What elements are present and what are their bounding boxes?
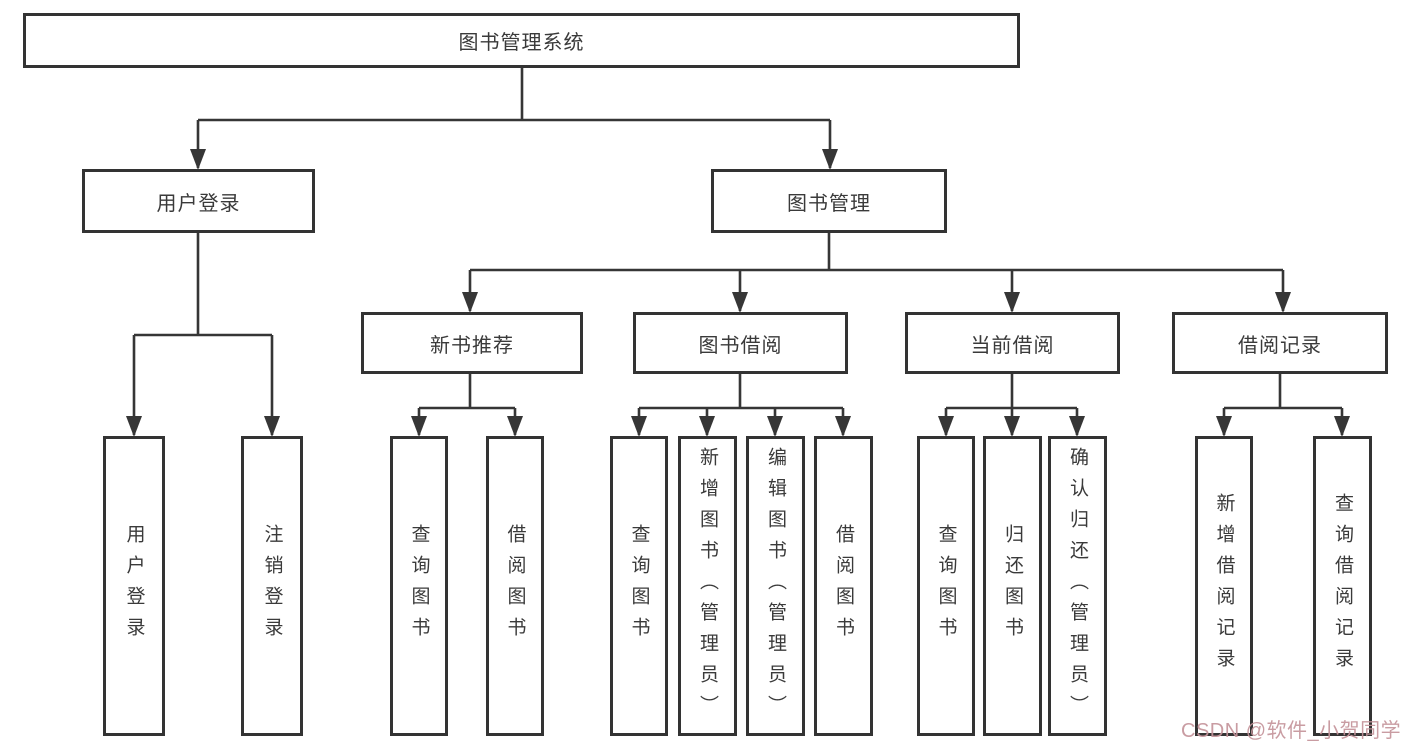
leaf-query-books-recommend-label: 查询图书 bbox=[408, 524, 430, 648]
node-new-book-recommend-label: 新书推荐 bbox=[430, 334, 514, 357]
node-book-management-label: 图书管理 bbox=[787, 192, 871, 215]
leaf-return-book: 归还图书 bbox=[983, 436, 1042, 736]
arrowhead bbox=[699, 416, 715, 437]
arrowhead bbox=[938, 416, 954, 437]
arrowhead bbox=[767, 416, 783, 437]
arrowhead bbox=[732, 292, 748, 313]
leaf-add-book-admin: 新增图书（管理员） bbox=[678, 436, 737, 736]
leaf-borrow-books-2-label: 借阅图书 bbox=[833, 524, 854, 648]
leaf-query-books-current-label: 查询图书 bbox=[935, 524, 957, 648]
leaf-return-book-label: 归还图书 bbox=[1002, 524, 1023, 648]
leaf-query-books-borrow-label: 查询图书 bbox=[628, 524, 650, 648]
leaf-confirm-return-admin: 确认归还（管理员） bbox=[1048, 436, 1107, 736]
leaf-user-login-label: 用户登录 bbox=[123, 524, 145, 648]
arrowhead bbox=[126, 416, 142, 437]
leaf-query-borrow-record-label: 查询借阅记录 bbox=[1332, 493, 1353, 679]
node-root-label: 图书管理系统 bbox=[458, 32, 585, 54]
leaf-query-borrow-record: 查询借阅记录 bbox=[1313, 436, 1372, 736]
node-current-borrow: 当前借阅 bbox=[905, 312, 1120, 374]
arrowhead bbox=[1004, 292, 1020, 313]
arrowhead bbox=[411, 416, 427, 437]
arrowhead bbox=[1216, 416, 1232, 437]
leaf-borrow-books-recommend-label: 借阅图书 bbox=[504, 524, 526, 648]
arrowhead bbox=[1275, 292, 1291, 313]
node-user-login-label: 用户登录 bbox=[156, 192, 241, 215]
leaf-add-borrow-record: 新增借阅记录 bbox=[1195, 436, 1253, 736]
leaf-borrow-books-2: 借阅图书 bbox=[814, 436, 873, 736]
arrowhead bbox=[631, 416, 647, 437]
leaf-logout-label: 注销登录 bbox=[261, 524, 283, 648]
arrowhead bbox=[507, 416, 523, 437]
leaf-borrow-books-recommend: 借阅图书 bbox=[486, 436, 544, 736]
leaf-add-borrow-record-label: 新增借阅记录 bbox=[1213, 493, 1235, 679]
node-new-book-recommend: 新书推荐 bbox=[361, 312, 583, 374]
arrowhead bbox=[822, 149, 838, 170]
watermark: CSDN @软件_小贺同学 bbox=[1181, 720, 1402, 742]
leaf-query-books-borrow: 查询图书 bbox=[610, 436, 668, 736]
node-book-borrow-label: 图书借阅 bbox=[698, 334, 783, 357]
leaf-user-login: 用户登录 bbox=[103, 436, 165, 736]
node-book-borrow: 图书借阅 bbox=[633, 312, 848, 374]
leaf-query-books-current: 查询图书 bbox=[917, 436, 975, 736]
arrowhead bbox=[835, 416, 851, 437]
node-root: 图书管理系统 bbox=[23, 13, 1020, 68]
leaf-query-books-recommend: 查询图书 bbox=[390, 436, 448, 736]
node-borrow-records: 借阅记录 bbox=[1172, 312, 1388, 374]
arrowhead bbox=[264, 416, 280, 437]
arrowhead bbox=[1069, 416, 1085, 437]
arrowhead bbox=[1334, 416, 1350, 437]
leaf-edit-book-admin-label: 编辑图书（管理员） bbox=[765, 446, 786, 726]
node-user-login: 用户登录 bbox=[82, 169, 315, 233]
leaf-logout: 注销登录 bbox=[241, 436, 303, 736]
leaf-add-book-admin-label: 新增图书（管理员） bbox=[697, 446, 718, 726]
leaf-edit-book-admin: 编辑图书（管理员） bbox=[746, 436, 805, 736]
arrowhead bbox=[462, 292, 478, 313]
arrowhead bbox=[1004, 416, 1020, 437]
arrowhead bbox=[190, 149, 206, 170]
leaf-confirm-return-admin-label: 确认归还（管理员） bbox=[1067, 446, 1088, 726]
node-book-management: 图书管理 bbox=[711, 169, 947, 233]
node-borrow-records-label: 借阅记录 bbox=[1238, 334, 1322, 357]
node-current-borrow-label: 当前借阅 bbox=[970, 334, 1055, 357]
